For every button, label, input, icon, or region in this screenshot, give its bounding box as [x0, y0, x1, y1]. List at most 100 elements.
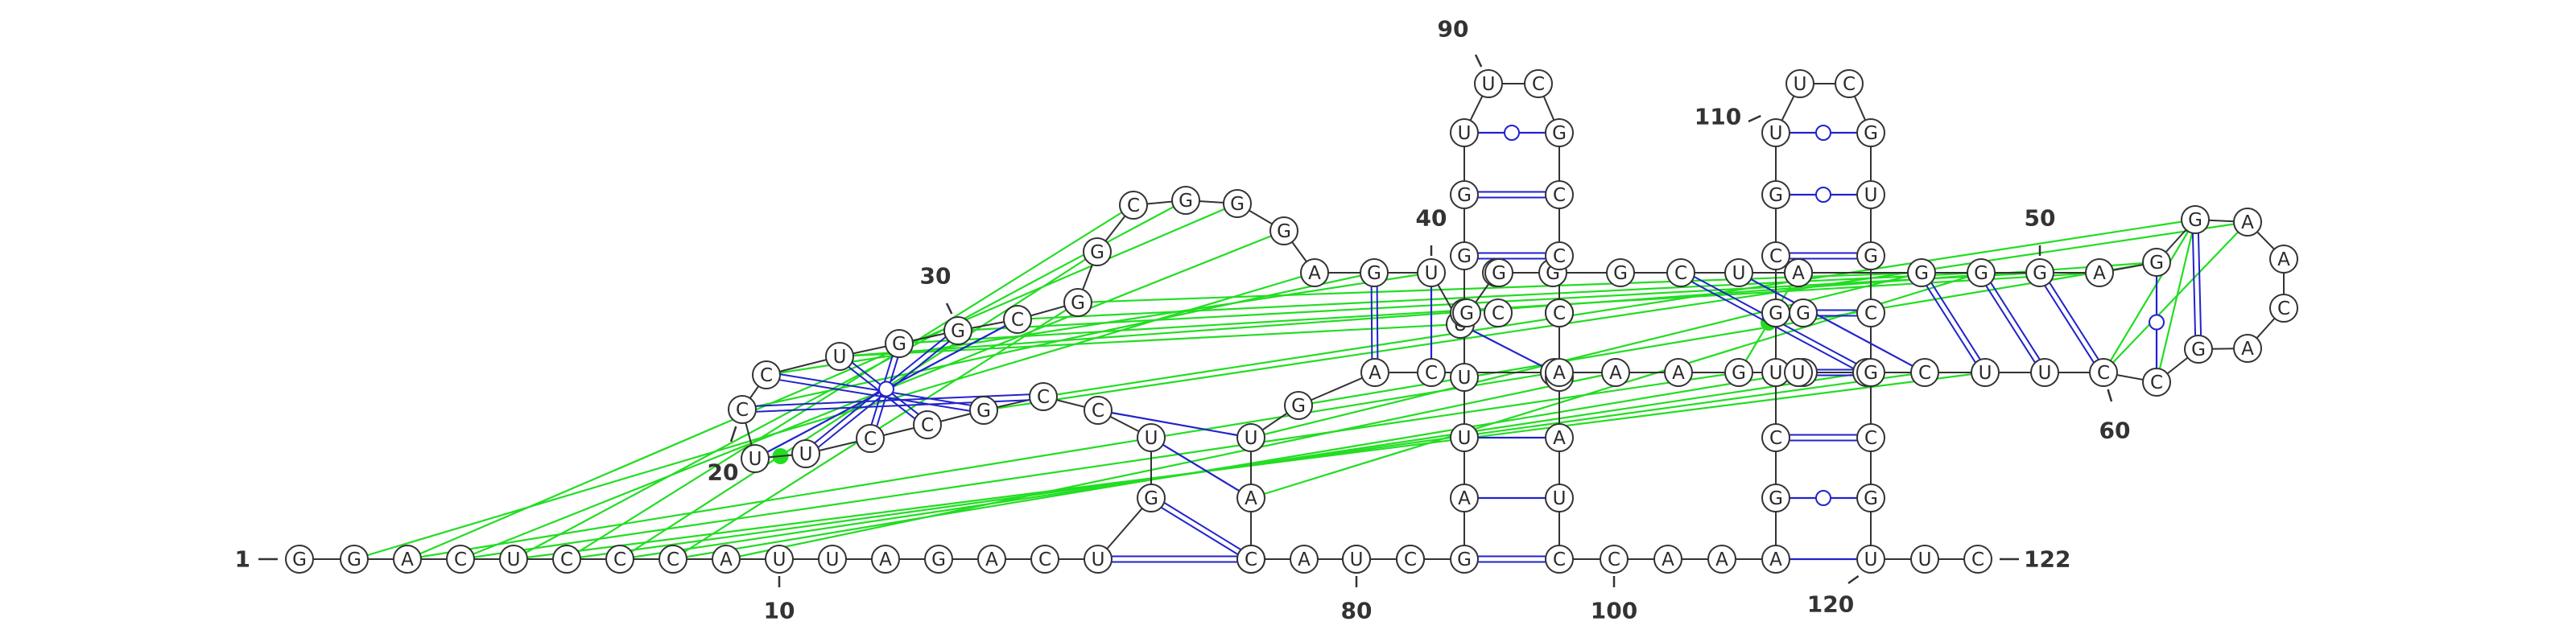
position-label: 40	[1416, 205, 1447, 232]
nucleotide-base: U	[1245, 428, 1258, 449]
nucleotide-base: A	[1298, 549, 1311, 570]
nucleotide-circle	[1761, 484, 1790, 512]
nucleotide-circle	[1300, 258, 1329, 287]
nucleotide: U	[1761, 118, 1790, 147]
nucleotide-base: G	[1769, 303, 1783, 324]
nucleotide: A	[393, 545, 422, 574]
nucleotide-circle	[1524, 69, 1553, 98]
nucleotide-base: U	[1458, 428, 1472, 449]
nucleotide-circle	[1910, 358, 1939, 387]
nucleotide: C	[752, 360, 781, 389]
nucleotide: U	[825, 342, 854, 371]
nucleotide-base: A	[2277, 249, 2290, 270]
nucleotide: U	[1084, 545, 1113, 574]
nucleotide: A	[2269, 245, 2298, 274]
nucleotide-base: G	[1769, 488, 1783, 509]
nucleotide-circle	[1545, 358, 1574, 387]
nucleotide: A	[1450, 484, 1479, 512]
nucleotide: A	[977, 545, 1006, 574]
nucleotide-base: A	[1672, 363, 1685, 384]
nucleotide: C	[1545, 180, 1574, 209]
nucleotide-circle	[1236, 545, 1265, 574]
nucleotide: G	[1269, 216, 1298, 245]
nucleotide-circle	[499, 545, 528, 574]
nucleotide-base: A	[1715, 549, 1728, 570]
nucleotide-base: A	[1662, 549, 1674, 570]
nucleotide-base: C	[760, 365, 773, 386]
nucleotide-base: U	[507, 549, 521, 570]
nucleotide-base: C	[864, 429, 877, 450]
nucleotide-base: U	[826, 549, 840, 570]
nucleotide: G	[1284, 391, 1313, 420]
position-label: 20	[708, 459, 739, 486]
nucleotide: U	[1856, 545, 1885, 574]
nucleotide-base: C	[1918, 363, 1931, 384]
nucleotide-base: A	[1792, 263, 1805, 284]
nucleotide: C	[1029, 382, 1058, 411]
nucleotide-base: C	[1864, 303, 1877, 324]
base-pair-line	[2191, 233, 2197, 336]
nucleotide: C	[1417, 358, 1446, 387]
nucleotide: C	[1856, 423, 1885, 452]
nucleotide-base: G	[1179, 191, 1193, 212]
nucleotide-base: U	[1350, 549, 1364, 570]
nucleotide-circle	[1084, 396, 1113, 425]
nucleotide-base: C	[1037, 387, 1050, 408]
nucleotide-circle	[1236, 423, 1265, 452]
wobble-pair-marker	[878, 381, 894, 397]
nucleotide-base: G	[1367, 263, 1381, 284]
nucleotide: G	[969, 396, 998, 425]
nucleotide-base: A	[1368, 363, 1381, 384]
nucleotide-base: C	[1843, 74, 1856, 95]
nucleotide-circle	[1545, 118, 1574, 147]
nucleotide-base: G	[1144, 488, 1158, 509]
nucleotide-circle	[1030, 545, 1059, 574]
tertiary-interaction-line	[513, 200, 1187, 560]
nucleotide-base: C	[2150, 372, 2163, 393]
nucleotide: C	[446, 545, 475, 574]
nucleotide-circle	[1342, 545, 1371, 574]
nucleotide-circle	[1545, 545, 1574, 574]
tertiary-interaction-line	[1042, 218, 2196, 398]
nucleotide-circle	[1606, 258, 1635, 287]
nucleotide-circle	[1083, 237, 1112, 266]
base-pair-line	[1161, 507, 1239, 555]
nucleotide-base: G	[347, 549, 361, 570]
tertiary-interaction-line	[619, 371, 1868, 561]
base-pair-line	[2044, 285, 2095, 364]
nucleotide-circle	[825, 342, 854, 371]
base-pair-line	[1376, 286, 1379, 359]
nucleotide: U	[2030, 358, 2059, 387]
nucleotide-base: A	[401, 549, 414, 570]
position-label: 100	[1591, 598, 1637, 624]
nucleotide-circle	[856, 424, 885, 453]
base-pair-line	[1930, 282, 1981, 360]
nucleotide: U	[1784, 358, 1813, 387]
wobble-pair-marker	[1504, 125, 1520, 141]
nucleotide-circle	[1417, 258, 1446, 287]
nucleotide-base: U	[1458, 123, 1472, 144]
nucleotide-base: U	[1918, 549, 1932, 570]
nucleotide: G	[943, 316, 972, 345]
nucleotide: C	[1545, 545, 1574, 574]
nucleotide: C	[1003, 305, 1032, 334]
nucleotide: G	[1171, 186, 1200, 215]
nucleotide-circle	[1417, 358, 1446, 387]
base-pair-line	[1750, 278, 1913, 367]
nucleotide-circle	[2085, 258, 2114, 287]
nucleotide: G	[2142, 248, 2171, 277]
nucleotide: U	[1545, 484, 1574, 512]
nucleotide-base: C	[1127, 195, 1140, 216]
nucleotide: C	[1963, 545, 1992, 574]
nucleotide-circle	[1484, 298, 1513, 327]
nucleotide-circle	[741, 444, 770, 473]
nucleotide-circle	[1856, 298, 1885, 327]
nucleotide-circle	[1664, 358, 1693, 387]
nucleotide-base: C	[1038, 549, 1051, 570]
nucleotide: G	[2181, 205, 2210, 234]
nucleotide-circle	[1666, 258, 1695, 287]
nucleotide-base: C	[1553, 303, 1566, 324]
nucleotide: A	[2233, 334, 2262, 363]
